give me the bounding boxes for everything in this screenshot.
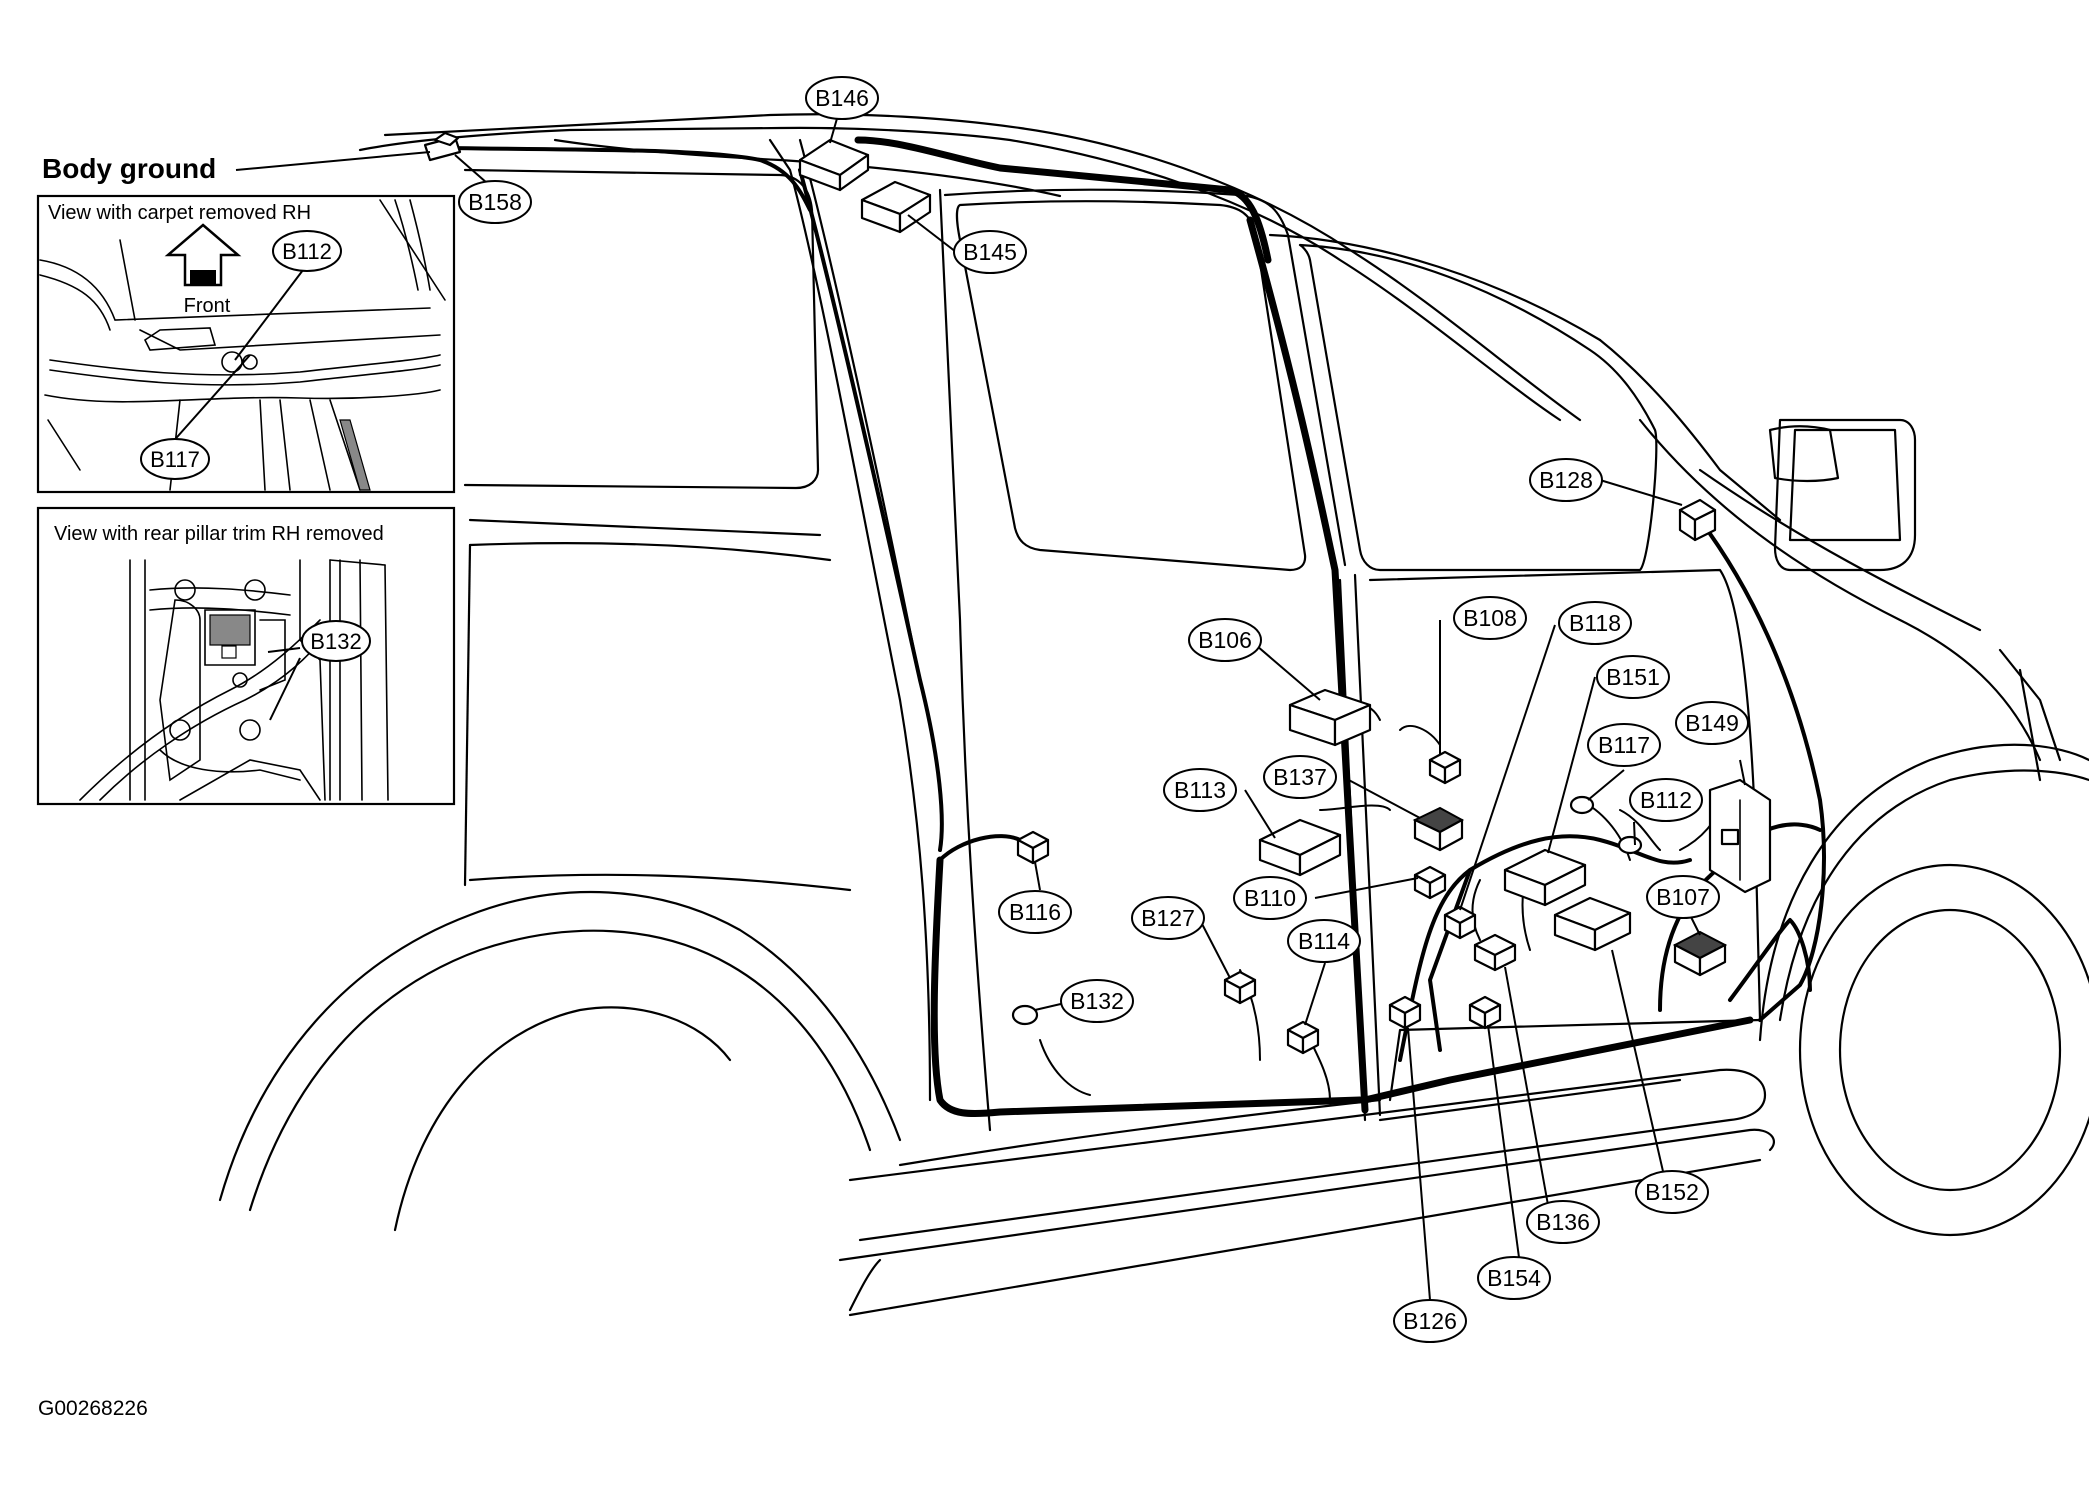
figure-id: G00268226 bbox=[38, 1397, 148, 1420]
main-callouts: B146 B158 B145 B128 B106 B108 B118 B151 … bbox=[458, 76, 1749, 1343]
callout-b154: B154 bbox=[1477, 1256, 1551, 1300]
svg-text:B145: B145 bbox=[963, 239, 1017, 265]
callout-leaders bbox=[235, 114, 1746, 1301]
svg-text:B132: B132 bbox=[310, 629, 361, 654]
svg-text:B128: B128 bbox=[1539, 467, 1593, 493]
front-label: Front bbox=[184, 295, 231, 317]
callout-b106: B106 bbox=[1188, 618, 1262, 662]
connector-b137 bbox=[1412, 806, 1465, 852]
connector-b110 bbox=[1413, 865, 1447, 900]
connector-b126 bbox=[1388, 995, 1422, 1030]
svg-text:B114: B114 bbox=[1298, 928, 1350, 954]
connector-b128 bbox=[1678, 498, 1717, 542]
svg-text:B127: B127 bbox=[1141, 905, 1195, 931]
callout-b149: B149 bbox=[1675, 701, 1749, 745]
svg-text:B158: B158 bbox=[468, 189, 522, 215]
connector-b136 bbox=[1473, 933, 1517, 972]
callout-b113: B113 bbox=[1163, 768, 1237, 812]
svg-text:B110: B110 bbox=[1244, 885, 1296, 911]
svg-text:B113: B113 bbox=[1174, 777, 1226, 803]
callout-b114: B114 bbox=[1287, 919, 1361, 963]
connector-b107 bbox=[1672, 930, 1728, 977]
connector-b152 bbox=[1553, 896, 1632, 952]
callout-b146: B146 bbox=[805, 76, 879, 120]
connector-b113 bbox=[1258, 818, 1342, 877]
connector-b108 bbox=[1428, 750, 1462, 785]
inset-carpet-callout-b117: B117 bbox=[140, 438, 210, 480]
connector-b118 bbox=[1443, 905, 1477, 940]
svg-text:B151: B151 bbox=[1606, 664, 1660, 690]
connector-b146 bbox=[798, 138, 870, 192]
svg-text:B149: B149 bbox=[1685, 710, 1739, 736]
connector-b154 bbox=[1468, 995, 1502, 1030]
inset-pillar-callout-b132: B132 bbox=[301, 620, 371, 662]
connector-b158 bbox=[423, 131, 462, 162]
svg-text:B154: B154 bbox=[1487, 1265, 1541, 1291]
svg-text:B112: B112 bbox=[1640, 787, 1692, 813]
callout-b107: B107 bbox=[1646, 875, 1720, 919]
connector-b114 bbox=[1286, 1020, 1320, 1055]
svg-text:B108: B108 bbox=[1463, 605, 1517, 631]
main-harness bbox=[448, 136, 1826, 1118]
inset-carpet-callout-b112: B112 bbox=[272, 230, 342, 272]
svg-text:B136: B136 bbox=[1536, 1209, 1590, 1235]
connector-b127 bbox=[1223, 970, 1257, 1005]
callout-b152: B152 bbox=[1635, 1170, 1709, 1214]
connector-b145 bbox=[860, 180, 932, 234]
svg-text:B116: B116 bbox=[1009, 899, 1061, 925]
svg-text:B152: B152 bbox=[1645, 1179, 1699, 1205]
svg-text:B112: B112 bbox=[282, 239, 332, 264]
body-ground-label: Body ground bbox=[42, 153, 216, 184]
inset-carpet-caption: View with carpet removed RH bbox=[48, 202, 311, 224]
callout-b117: B117 bbox=[1587, 723, 1661, 767]
callout-b151: B151 bbox=[1596, 655, 1670, 699]
svg-text:B107: B107 bbox=[1656, 884, 1710, 910]
connector-b151 bbox=[1503, 848, 1587, 907]
callout-b136: B136 bbox=[1526, 1200, 1600, 1244]
callout-b126: B126 bbox=[1393, 1299, 1467, 1343]
inset-rear-pillar-removed: View with rear pillar trim RH removed B1… bbox=[36, 506, 456, 806]
svg-text:B126: B126 bbox=[1403, 1308, 1457, 1334]
connector-b149 bbox=[1708, 778, 1772, 894]
callout-b137: B137 bbox=[1263, 755, 1337, 799]
callout-b108: B108 bbox=[1453, 596, 1527, 640]
ground-terminal-icon bbox=[1011, 795, 1643, 1026]
connector-b116 bbox=[1016, 830, 1050, 865]
callout-b118: B118 bbox=[1558, 601, 1632, 645]
callout-b112: B112 bbox=[1629, 778, 1703, 822]
connector-b106 bbox=[1288, 688, 1372, 747]
svg-text:B137: B137 bbox=[1273, 764, 1327, 790]
callout-b110: B110 bbox=[1233, 876, 1307, 920]
front-arrow-icon bbox=[164, 223, 242, 287]
svg-text:B132: B132 bbox=[1070, 988, 1124, 1014]
svg-text:B117: B117 bbox=[1598, 732, 1650, 758]
svg-text:B146: B146 bbox=[815, 85, 869, 111]
callout-b116: B116 bbox=[998, 890, 1072, 934]
callout-b128: B128 bbox=[1529, 458, 1603, 502]
svg-text:B118: B118 bbox=[1569, 610, 1621, 636]
callout-b158: B158 bbox=[458, 180, 532, 224]
inset-pillar-caption: View with rear pillar trim RH removed bbox=[54, 523, 384, 545]
vehicle-body-outline bbox=[218, 113, 2089, 1317]
svg-text:B117: B117 bbox=[150, 447, 200, 472]
inset-carpet-removed: View with carpet removed RH Front B112 bbox=[36, 194, 456, 494]
callout-b127: B127 bbox=[1131, 896, 1205, 940]
callout-b132: B132 bbox=[1060, 979, 1134, 1023]
svg-text:B106: B106 bbox=[1198, 627, 1252, 653]
callout-b145: B145 bbox=[953, 230, 1027, 274]
